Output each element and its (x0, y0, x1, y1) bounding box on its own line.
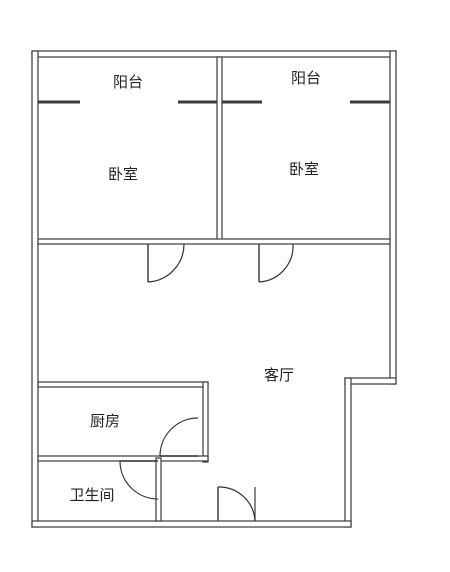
outer-walls (31, 50, 397, 528)
wall-right-lower (344, 377, 352, 528)
wall-left (31, 50, 39, 528)
wall-right-notch (344, 377, 397, 385)
door-entrance (217, 486, 256, 522)
door-bedroom-right (258, 243, 294, 283)
label-bedroom-left: 卧室 (108, 165, 138, 183)
room-labels: 阳台 阳台 卧室 卧室 客厅 厨房 卫生间 (69, 69, 321, 504)
label-bedroom-right: 卧室 (289, 160, 319, 178)
label-living-room: 客厅 (264, 366, 294, 384)
label-kitchen: 厨房 (90, 412, 120, 430)
label-balcony-right: 阳台 (291, 69, 321, 87)
wall-kitchen-top (37, 381, 209, 388)
door-bedroom-left (147, 243, 185, 283)
wall-bathroom-right (155, 457, 162, 522)
doors (119, 243, 294, 522)
wall-top (31, 50, 397, 58)
door-bathroom (119, 460, 159, 500)
wall-bedroom-living (37, 238, 391, 245)
wall-bedroom-divider (216, 56, 223, 243)
wall-kitchen-right (202, 381, 209, 463)
door-kitchen (159, 417, 199, 457)
wall-right-upper (389, 50, 397, 385)
wall-bottom (31, 520, 352, 528)
label-balcony-left: 阳台 (113, 73, 143, 91)
wall-kitchen-bathroom (37, 455, 209, 462)
interior-walls (37, 56, 391, 522)
label-bathroom: 卫生间 (69, 486, 114, 504)
